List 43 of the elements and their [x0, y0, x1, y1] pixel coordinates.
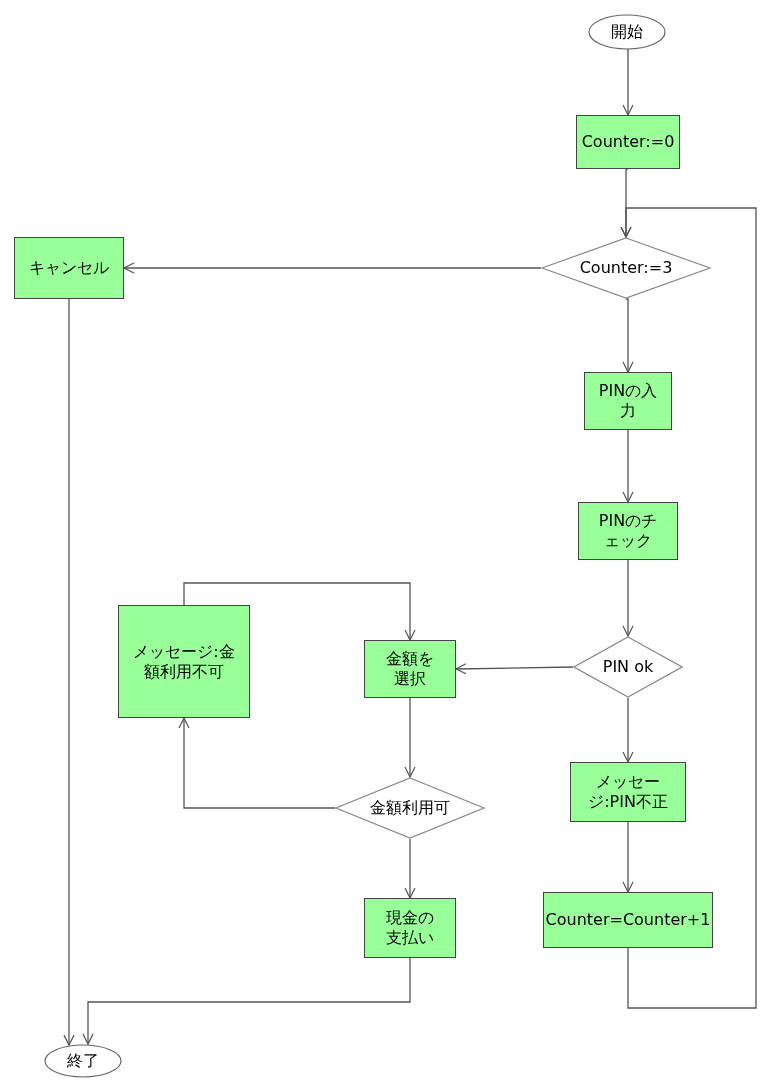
node-label: キャンセル: [29, 258, 109, 278]
arrow: [622, 429, 634, 503]
node-label: メッセージ:PIN不正: [587, 772, 669, 812]
arrow: [622, 559, 634, 637]
arrow: [123, 262, 542, 274]
node-label: Counter=Counter+1: [545, 910, 711, 930]
process-box: [576, 115, 680, 169]
arrow: [183, 582, 416, 641]
node-label: Counter:=0: [581, 132, 675, 152]
decision-diamond: [541, 237, 711, 299]
node-label: 金額利用可: [370, 798, 450, 818]
arrow: [622, 697, 634, 763]
decision-diamond: [335, 777, 485, 839]
arrow: [622, 298, 634, 373]
arrow: [455, 663, 574, 675]
arrow: [622, 821, 634, 893]
node-label: PIN ok: [602, 657, 654, 677]
process-box: [570, 762, 686, 822]
arrow: [178, 717, 336, 809]
process-box: [118, 605, 250, 718]
process-box: [584, 372, 672, 430]
terminal-oval: [44, 1044, 122, 1078]
process-box: [14, 237, 124, 299]
arrow: [404, 838, 416, 899]
node-label: 終了: [67, 1051, 99, 1071]
arrow: [622, 49, 634, 116]
node-label: PINの入力: [598, 381, 658, 421]
arrow: [63, 298, 75, 1046]
node-label: 現金の支払い: [385, 908, 435, 948]
terminal-oval: [588, 14, 666, 50]
node-label: 開始: [611, 22, 643, 42]
process-box: [364, 640, 456, 698]
arrow: [620, 207, 757, 1009]
process-box: [578, 502, 678, 560]
process-box: [364, 898, 456, 958]
node-label: 金額を選択: [385, 649, 435, 689]
node-label: Counter:=3: [579, 258, 673, 278]
decision-diamond: [573, 636, 683, 698]
arrow: [82, 957, 411, 1045]
process-box: [543, 892, 713, 948]
arrow: [404, 697, 416, 778]
node-label: PINのチェック: [597, 511, 659, 551]
node-label: メッセージ:金額利用不可: [132, 641, 236, 682]
